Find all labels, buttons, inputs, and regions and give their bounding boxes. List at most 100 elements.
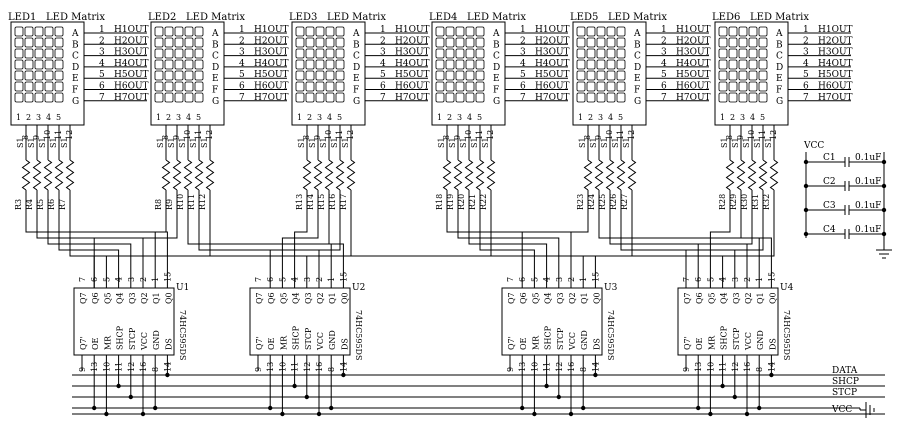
col-pin-label: 5 xyxy=(477,113,482,122)
ic-top-pin-number: 3 xyxy=(127,277,136,282)
led-cell xyxy=(435,70,445,81)
led-cell xyxy=(184,70,194,81)
led-cell xyxy=(335,59,345,70)
col-pin-number: 8 xyxy=(583,135,592,140)
ic-top-pin-number: 5 xyxy=(530,277,539,282)
column-net-wire xyxy=(36,190,144,288)
cap-ref-label: C4 xyxy=(823,225,836,235)
led-cell xyxy=(738,26,748,37)
row-letter: A xyxy=(633,29,641,39)
row-pin-number: 6 xyxy=(239,82,245,92)
led-cell xyxy=(465,37,475,48)
ic-bottom-pin-name: DS xyxy=(592,338,601,350)
row-net-label: H1OUT xyxy=(114,25,149,35)
led-cell xyxy=(194,59,204,70)
led-ref-label: LED3 xyxy=(289,12,317,23)
ic-top-pin-name: Q0 xyxy=(164,292,173,304)
resistor-R21 xyxy=(475,159,485,191)
row-letter: F xyxy=(776,86,782,96)
ic-top-pin-name: Q4 xyxy=(720,292,729,304)
row-net-label: H6OUT xyxy=(395,82,430,92)
led-cell xyxy=(718,92,728,103)
ic-top-pin-name: Q2 xyxy=(316,292,325,304)
led-cell xyxy=(44,92,54,103)
led-cell xyxy=(718,59,728,70)
col-net-label: S1 xyxy=(297,137,306,148)
led-ref-label: LED2 xyxy=(148,12,176,23)
led-cell xyxy=(44,48,54,59)
led-cell xyxy=(718,26,728,37)
col-pin-number: 10 xyxy=(43,130,52,140)
led-cell xyxy=(44,70,54,81)
led-cell xyxy=(728,81,738,92)
resistor-label: R26 xyxy=(609,194,618,210)
ic-top-pin-name: Q1 xyxy=(152,292,161,304)
column-net-wire xyxy=(198,190,320,288)
ic-top-pin-name: Q6 xyxy=(695,292,704,304)
ic-top-pin-number: 5 xyxy=(706,277,715,282)
col-pin-number: 11 xyxy=(475,130,484,140)
col-net-label: S1 xyxy=(753,137,762,148)
led-ref-label: LED6 xyxy=(712,12,740,23)
ic-top-pin-number: 5 xyxy=(102,277,111,282)
row-letter: C xyxy=(634,52,641,62)
col-pin-number: 9 xyxy=(736,135,745,140)
row-pin-number: 1 xyxy=(239,25,245,35)
led-cell xyxy=(475,26,485,37)
led-cell xyxy=(154,48,164,59)
col-net-label: S1 xyxy=(319,137,328,148)
led-cell xyxy=(435,37,445,48)
col-pin-number: 9 xyxy=(313,135,322,140)
ic-top-pin-name: Q6 xyxy=(267,292,276,304)
led-cell xyxy=(164,37,174,48)
ic-top-pin-number: 4 xyxy=(543,277,552,282)
col-pin-label: 1 xyxy=(437,113,442,122)
led-cell xyxy=(586,70,596,81)
resistor-R27 xyxy=(627,159,637,191)
row-net-label: H1OUT xyxy=(535,25,570,35)
led-cell xyxy=(748,70,758,81)
ic-top-pin-number: 1 xyxy=(151,277,160,282)
row-letter: B xyxy=(493,40,500,50)
led-cell xyxy=(616,59,626,70)
led-cell xyxy=(325,48,335,59)
ic-ref-label: U2 xyxy=(352,283,365,293)
row-net-label: H4OUT xyxy=(676,59,711,69)
col-pin-label: 2 xyxy=(730,113,735,122)
shift-register-U4: U474HC595DS7Q76Q65Q54Q43Q32Q21Q115Q0Q7'9… xyxy=(677,272,794,417)
resistor-R3 xyxy=(21,159,31,191)
ic-top-pin-name: Q5 xyxy=(707,292,716,304)
ic-bottom-pin-name: GND xyxy=(756,330,765,350)
resistor-label: R27 xyxy=(620,194,629,210)
led-cell xyxy=(295,81,305,92)
row-letter: C xyxy=(776,52,783,62)
col-pin-number: 9 xyxy=(172,135,181,140)
row-letter: C xyxy=(353,52,360,62)
col-pin-label: 1 xyxy=(297,113,302,122)
led-cell xyxy=(164,59,174,70)
row-letter: D xyxy=(212,63,219,73)
column-net-wire xyxy=(609,190,748,288)
ic-top-pin-number: 15 xyxy=(163,272,172,282)
led-cell xyxy=(718,81,728,92)
led-cell xyxy=(194,37,204,48)
led-cell xyxy=(758,59,768,70)
led-cell xyxy=(174,81,184,92)
led-cell xyxy=(586,26,596,37)
resistor-label: R25 xyxy=(598,194,607,210)
led-cell xyxy=(305,81,315,92)
led-cell xyxy=(465,48,475,59)
resistor-label: R3 xyxy=(14,199,23,210)
ic-bottom-pin-name: OE xyxy=(91,337,100,350)
led-cell xyxy=(335,26,345,37)
row-pin-number: 2 xyxy=(661,36,667,46)
ic-top-pin-number: 6 xyxy=(518,277,527,282)
led-cell xyxy=(154,81,164,92)
column-net-wire xyxy=(93,190,775,288)
led-cell xyxy=(305,37,315,48)
ic-top-pin-name: Q5 xyxy=(531,292,540,304)
bus-label-data: DATA xyxy=(832,366,858,376)
resistor-label: R22 xyxy=(479,194,488,210)
